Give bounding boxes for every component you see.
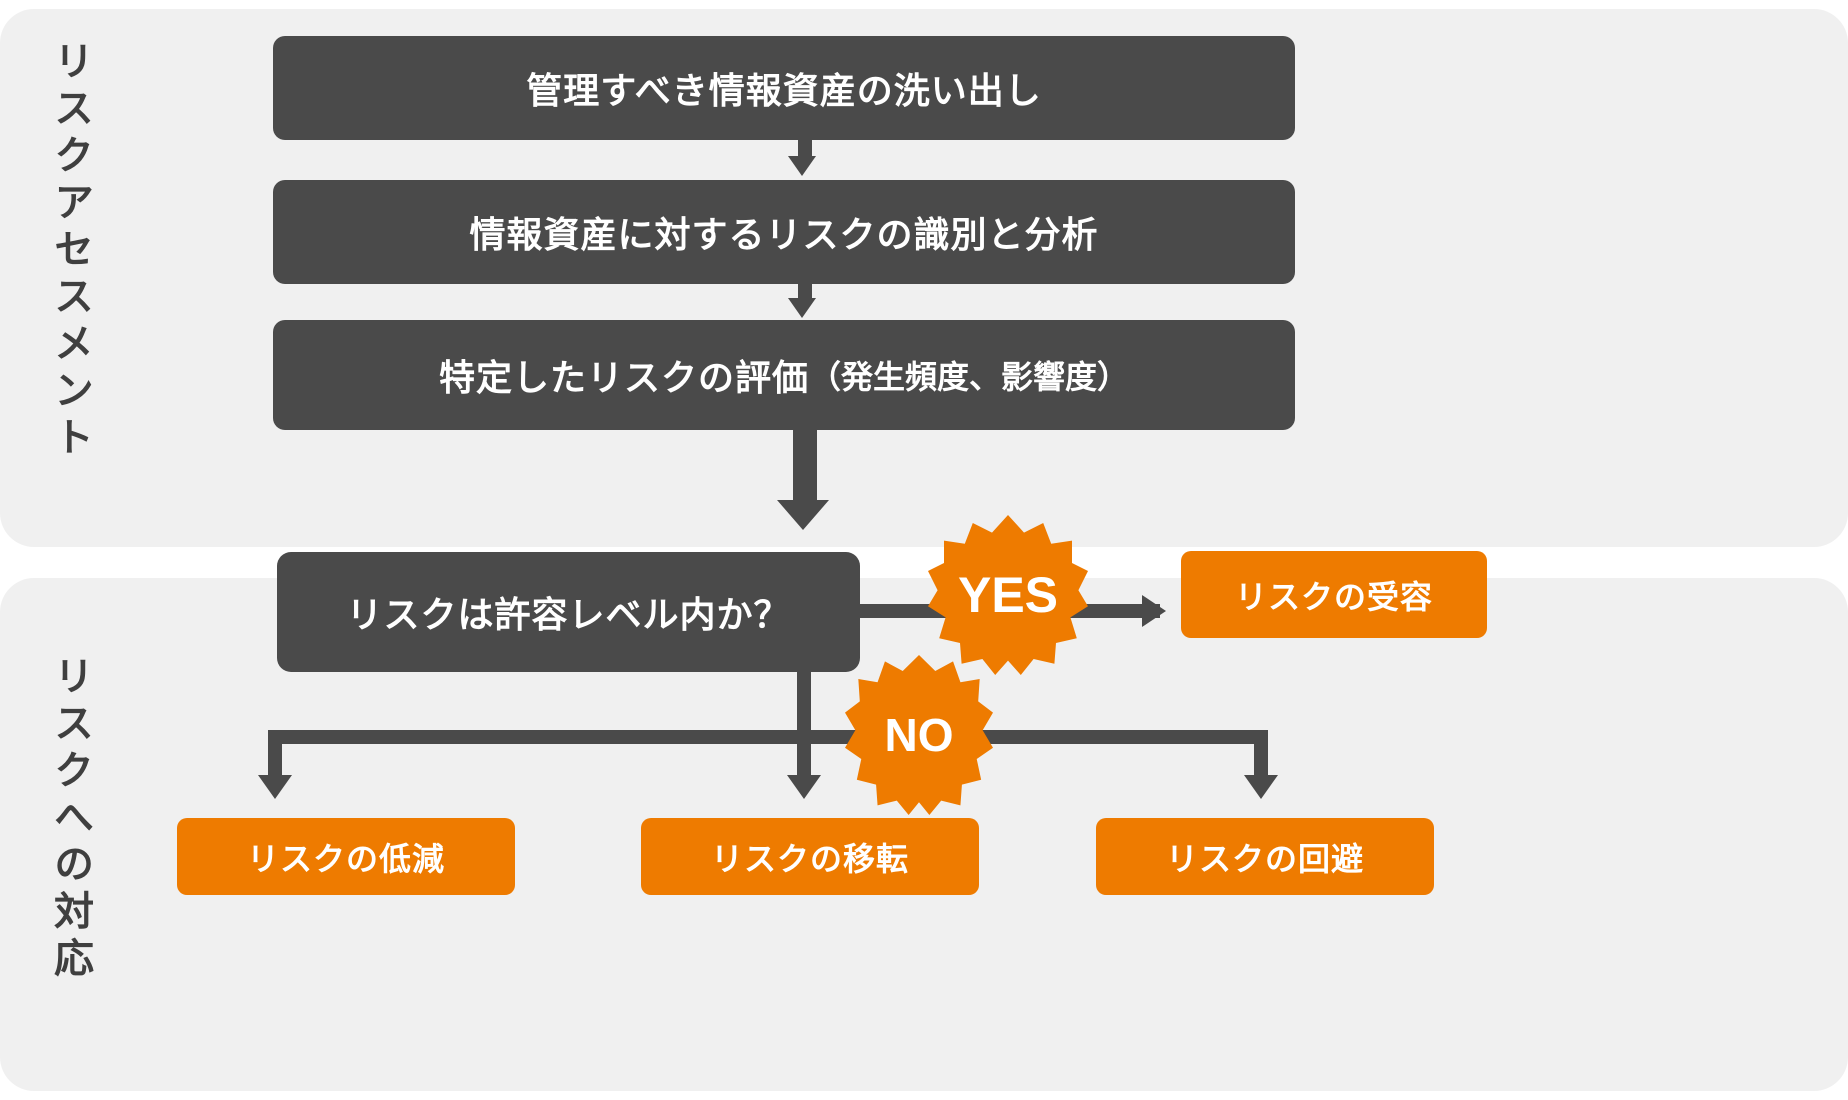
arrow-head-asset-to-identify <box>788 156 816 176</box>
arrow-head-identify-to-evaluate <box>788 298 816 318</box>
section-label-response: リスクへの対応 <box>48 655 92 984</box>
connector-no-to-transfer <box>797 730 811 780</box>
connector-no-branch-bus <box>268 730 1268 744</box>
decision-box-risk-tolerance-label: リスクは許容レベル内か？ <box>346 594 791 635</box>
branch-badge-yes-label: YES <box>957 567 1059 623</box>
process-box-risk-evaluation[interactable]: 特定したリスクの評価（発生頻度、影響度） <box>273 320 1295 430</box>
process-box-risk-evaluation-label: 特定したリスクの評価 <box>438 357 809 398</box>
connector-decision-no-stem <box>797 672 811 737</box>
outcome-box-risk-reduction-label: リスクの低減 <box>246 840 445 877</box>
arrow-head-decision-to-accept <box>1142 595 1166 627</box>
outcome-box-risk-avoidance[interactable]: リスクの回避 <box>1096 818 1434 895</box>
process-box-risk-identification[interactable]: 情報資産に対するリスクの識別と分析 <box>273 180 1295 284</box>
outcome-box-risk-reduction[interactable]: リスクの低減 <box>177 818 515 895</box>
outcome-box-risk-transfer[interactable]: リスクの移転 <box>641 818 979 895</box>
connector-no-to-avoid <box>1254 730 1268 780</box>
outcome-box-risk-transfer-label: リスクの移転 <box>710 840 909 877</box>
outcome-box-risk-avoidance-label: リスクの回避 <box>1165 840 1364 877</box>
connector-no-to-reduce <box>268 730 282 780</box>
connector-evaluate-to-decision <box>793 430 817 504</box>
outcome-box-risk-acceptance[interactable]: リスクの受容 <box>1181 551 1487 638</box>
process-box-risk-identification-label: 情報資産に対するリスクの識別と分析 <box>469 214 1099 255</box>
arrow-head-evaluate-to-decision <box>777 500 829 530</box>
section-label-assessment: リスクアセスメント <box>48 40 92 463</box>
process-box-asset-inventory-label: 管理すべき情報資産の洗い出し <box>526 70 1042 111</box>
process-box-risk-evaluation-sublabel: （発生頻度、影響度） <box>809 359 1130 395</box>
process-box-asset-inventory[interactable]: 管理すべき情報資産の洗い出し <box>273 36 1295 140</box>
arrow-head-no-to-avoid <box>1244 775 1278 799</box>
connector-identify-to-evaluate <box>798 284 812 300</box>
decision-box-risk-tolerance[interactable]: リスクは許容レベル内か？ <box>277 552 860 672</box>
outcome-box-risk-acceptance-label: リスクの受容 <box>1234 578 1433 615</box>
arrow-head-no-to-transfer <box>787 775 821 799</box>
arrow-head-no-to-reduce <box>258 775 292 799</box>
connector-asset-to-identify <box>798 140 812 158</box>
branch-badge-no-label: NO <box>884 709 954 761</box>
